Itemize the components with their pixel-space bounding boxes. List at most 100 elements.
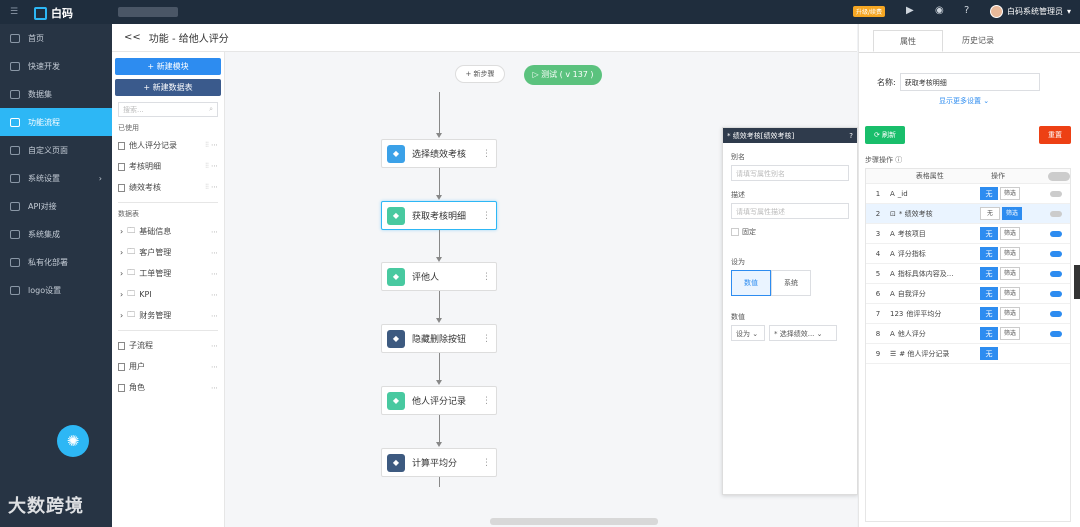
filter-button[interactable]: 筛选: [1000, 187, 1020, 200]
none-button[interactable]: 无: [980, 307, 998, 320]
help-icon[interactable]: ?: [964, 5, 970, 16]
back-button[interactable]: <<: [124, 32, 141, 43]
used-item[interactable]: 绩效考核⫶⫶ ⋯: [112, 177, 224, 198]
expand-icon[interactable]: ›: [120, 311, 124, 320]
seg-system[interactable]: 系统: [771, 270, 811, 296]
more-icon[interactable]: ⋮: [482, 457, 491, 468]
row-toggle[interactable]: [1050, 230, 1062, 237]
horizontal-scrollbar[interactable]: [490, 518, 658, 525]
filter-button[interactable]: 筛选: [1000, 327, 1020, 340]
list-item[interactable]: 角色⋯: [112, 377, 224, 398]
none-button[interactable]: 无: [980, 247, 998, 260]
row-toggle[interactable]: [1050, 270, 1062, 277]
flow-node[interactable]: ◆计算平均分⋮: [381, 448, 497, 477]
flow-node[interactable]: ◆评他人⋮: [381, 262, 497, 291]
flow-node[interactable]: ◆选择绩效考核⋮: [381, 139, 497, 168]
folder-item[interactable]: ›🗀工单管理⋯: [112, 263, 224, 284]
side-scroll-handle[interactable]: [1074, 265, 1080, 299]
sidebar-item[interactable]: 私有化部署: [0, 248, 112, 276]
filter-button[interactable]: 筛选: [1000, 267, 1020, 280]
sidebar-item[interactable]: 快速开发: [0, 52, 112, 80]
more-icon[interactable]: ⫶⫶ ⋯: [205, 183, 218, 191]
sidebar-item[interactable]: 系统集成: [0, 220, 112, 248]
flow-node[interactable]: ◆获取考核明细⋮: [381, 201, 497, 230]
sidebar-item[interactable]: 功能流程: [0, 108, 112, 136]
none-button[interactable]: 无: [980, 227, 998, 240]
more-icon[interactable]: ⋮: [482, 210, 491, 221]
more-icon[interactable]: ⋯: [211, 383, 218, 392]
more-icon[interactable]: ⋯: [211, 269, 218, 278]
new-table-button[interactable]: + 新建数据表: [115, 79, 221, 96]
checkbox-box[interactable]: [731, 228, 739, 236]
alias-input[interactable]: 请填写属性别名: [731, 165, 849, 181]
more-icon[interactable]: ⋮: [482, 271, 491, 282]
value-select[interactable]: * 选择绩效... ⌄: [769, 325, 837, 341]
sidebar-item[interactable]: 系统设置›: [0, 164, 112, 192]
eye-icon[interactable]: ◉: [935, 5, 944, 16]
desc-input[interactable]: 请填写属性描述: [731, 203, 849, 219]
none-button[interactable]: 无: [980, 267, 998, 280]
tab-attributes[interactable]: 属性: [873, 30, 943, 52]
folder-item[interactable]: ›🗀客户管理⋯: [112, 242, 224, 263]
more-icon[interactable]: ⋯: [211, 290, 218, 299]
filter-button[interactable]: 筛选: [1000, 247, 1020, 260]
row-toggle[interactable]: [1050, 290, 1062, 297]
new-module-button[interactable]: + 新建模块: [115, 58, 221, 75]
filter-button[interactable]: 筛选: [1000, 227, 1020, 240]
sidebar-item[interactable]: 首页: [0, 24, 112, 52]
setas-select[interactable]: 设为 ⌄: [731, 325, 765, 341]
more-icon[interactable]: ⋯: [211, 341, 218, 350]
more-icon[interactable]: ⫶⫶ ⋯: [205, 162, 218, 170]
list-item[interactable]: 子流程⋯: [112, 335, 224, 356]
search-input[interactable]: 搜索...⌕: [118, 102, 218, 117]
menu-icon[interactable]: ☰: [10, 7, 19, 17]
toggle-all[interactable]: [1048, 171, 1070, 181]
sidebar-item[interactable]: 自定义页面: [0, 136, 112, 164]
new-step-button[interactable]: + 新步骤: [455, 65, 505, 83]
seg-data[interactable]: 数值: [731, 270, 771, 296]
none-button[interactable]: 无: [980, 207, 1000, 220]
fixed-checkbox[interactable]: 固定: [731, 227, 849, 237]
user-menu[interactable]: 白码系统管理员▾: [990, 5, 1071, 18]
filter-button[interactable]: 筛选: [1000, 287, 1020, 300]
used-item[interactable]: 考核明细⫶⫶ ⋯: [112, 156, 224, 177]
row-toggle[interactable]: [1050, 330, 1062, 337]
row-toggle[interactable]: [1050, 310, 1062, 317]
refresh-button[interactable]: ⟳ 刷新: [865, 126, 905, 144]
show-more-link[interactable]: 显示更多设置 ⌄: [939, 97, 990, 105]
reset-button[interactable]: 重置: [1039, 126, 1071, 144]
name-input[interactable]: 获取考核明细: [899, 73, 1040, 91]
play-icon[interactable]: ▶: [906, 5, 914, 16]
folder-item[interactable]: ›🗀财务管理⋯: [112, 305, 224, 326]
more-icon[interactable]: ⋯: [211, 362, 218, 371]
flow-node[interactable]: ◆隐藏删除按钮⋮: [381, 324, 497, 353]
expand-icon[interactable]: ›: [120, 227, 124, 236]
more-icon[interactable]: ⋯: [211, 248, 218, 257]
folder-item[interactable]: ›🗀基础信息⋯: [112, 221, 224, 242]
test-button[interactable]: ▷ 测试 ( v 137 ): [524, 65, 602, 85]
none-button[interactable]: 无: [980, 347, 998, 360]
filter-button[interactable]: 筛选: [1002, 207, 1022, 220]
more-icon[interactable]: ⋮: [482, 333, 491, 344]
expand-icon[interactable]: ›: [120, 248, 124, 257]
more-icon[interactable]: ⫶⫶ ⋯: [205, 141, 218, 149]
filter-button[interactable]: 筛选: [1000, 307, 1020, 320]
list-item[interactable]: 用户⋯: [112, 356, 224, 377]
more-icon[interactable]: ⋮: [482, 148, 491, 159]
lightbulb-button[interactable]: ✺: [57, 425, 89, 457]
search-icon[interactable]: ⌕: [209, 105, 213, 113]
row-toggle[interactable]: [1050, 190, 1062, 197]
sidebar-item[interactable]: API对接: [0, 192, 112, 220]
sidebar-item[interactable]: logo设置: [0, 276, 112, 304]
expand-icon[interactable]: ›: [120, 269, 124, 278]
more-icon[interactable]: ⋯: [211, 311, 218, 320]
folder-item[interactable]: ›🗀KPI⋯: [112, 284, 224, 305]
none-button[interactable]: 无: [980, 327, 998, 340]
flow-node[interactable]: ◆他人评分记录⋮: [381, 386, 497, 415]
none-button[interactable]: 无: [980, 287, 998, 300]
more-icon[interactable]: ⋯: [211, 227, 218, 236]
row-toggle[interactable]: [1050, 210, 1062, 217]
tab-history[interactable]: 历史记录: [962, 36, 994, 45]
row-toggle[interactable]: [1050, 250, 1062, 257]
none-button[interactable]: 无: [980, 187, 998, 200]
